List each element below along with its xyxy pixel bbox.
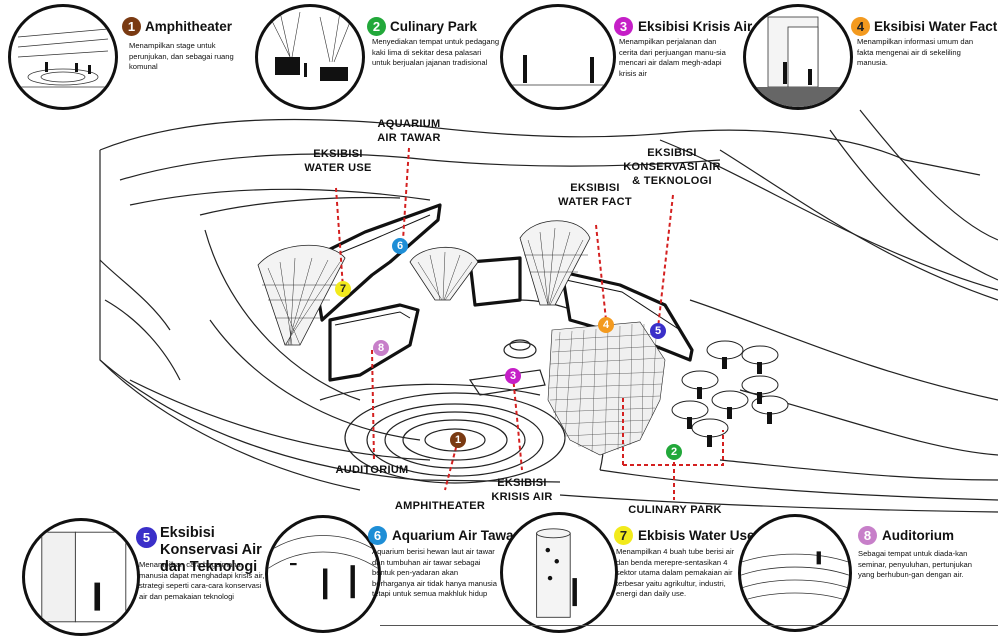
card-3-desc: Menampilkan perjalanan dan cerita dari p… [619, 37, 726, 78]
plan-marker-5: 5 [650, 323, 666, 339]
card-5-desc: Menampilkan cara bagaimana manusia dapat… [139, 560, 265, 601]
card-3-title: Eksibisi Krisis Air [638, 19, 753, 34]
plan-marker-2: 2 [666, 444, 682, 460]
vignette-konservasi [22, 518, 140, 636]
card-2-desc: Menyediakan tempat untuk pedagang kaki l… [372, 37, 500, 68]
card-2-title: Culinary Park [390, 19, 478, 34]
card-7-title: Ekbisis Water Use [638, 528, 755, 543]
plan-marker-4: 4 [598, 317, 614, 333]
card-1-title: Amphitheater [145, 19, 233, 34]
card-3-number: 3 [614, 17, 633, 36]
vignette-water-use [500, 512, 618, 633]
card-1-desc: Menampilkan stage untuk perunjukan, dan … [129, 41, 234, 72]
label-konservasi: EKSIBISI KONSERVASI AIR & TEKNOLOGI [623, 147, 721, 187]
vignette-culinary-park [255, 4, 365, 110]
plan-marker-7: 7 [335, 281, 351, 297]
vignette-aquarium [265, 515, 381, 633]
vignette-krisis-air [500, 4, 616, 110]
card-1-number: 1 [122, 17, 141, 36]
label-water-fact: EKSIBISI WATER FACT [558, 182, 632, 208]
card-8-number: 8 [858, 526, 877, 545]
label-amphitheater: AMPHITHEATER [394, 500, 486, 512]
card-4-title: Eksibisi Water Fact [874, 19, 998, 34]
card-5-number: 5 [136, 527, 157, 548]
plan-marker-1: 1 [450, 432, 466, 448]
plan-marker-8: 8 [373, 340, 389, 356]
card-7-number: 7 [614, 526, 633, 545]
plan-marker-6: 6 [392, 238, 408, 254]
label-auditorium: AUDITORIUM [335, 464, 409, 476]
card-5-title: Eksibisi Konservasi Air dan Teknologi [160, 525, 262, 575]
card-6-desc: Aquarium berisi hewan laut air tawar dan… [372, 547, 497, 599]
card-6-number: 6 [368, 526, 387, 545]
card-7-desc: Menampilkan 4 buah tube berisi air dan b… [616, 547, 735, 599]
label-aquarium: AQUARIUM AIR TAWAR [377, 118, 441, 144]
card-4-number: 4 [851, 17, 870, 36]
vignette-auditorium [738, 514, 852, 632]
vignette-water-fact [743, 4, 853, 110]
label-culinary: CULINARY PARK [628, 504, 722, 516]
label-water-use: EKSIBISI WATER USE [304, 148, 372, 174]
label-krisis: EKSIBISI KRISIS AIR [491, 477, 553, 503]
plan-marker-3: 3 [505, 368, 521, 384]
card-2-number: 2 [367, 17, 386, 36]
card-4-desc: Menampilkan informasi umum dan fakta men… [857, 37, 974, 68]
card-6-title: Aquarium Air Tawar [392, 528, 519, 543]
card-8-desc: Sebagai tempat untuk diada-kan seminar, … [858, 549, 972, 580]
card-8-title: Auditorium [882, 528, 954, 543]
bottom-rule [380, 625, 998, 626]
vignette-amphitheater [8, 4, 118, 110]
